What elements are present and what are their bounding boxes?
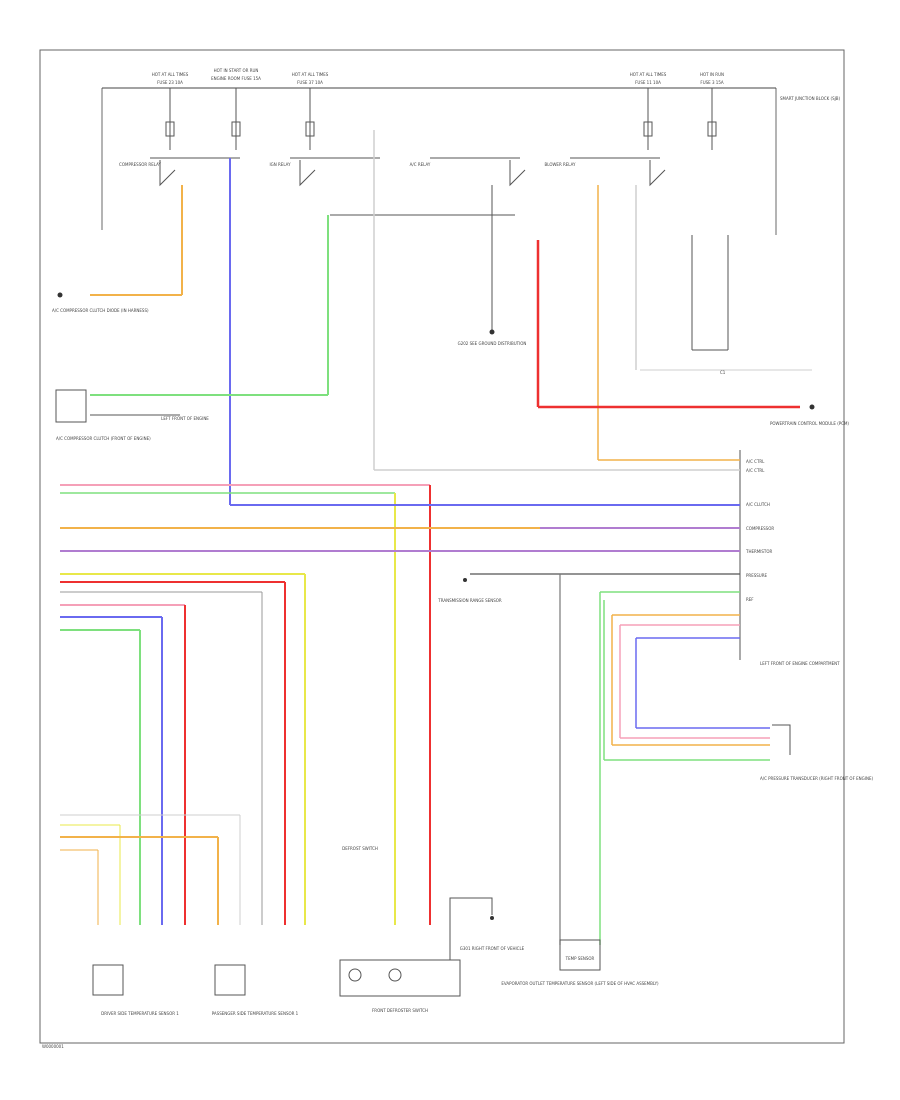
ground-g202: G202 SEE GROUND DISTRIBUTION [458,329,527,346]
fuse-drops [165,88,717,150]
ground-icon [489,329,495,335]
relay-coil-4 [649,160,666,187]
relay-coil-2 [299,160,316,187]
svg-text:A/C CLUTCH: A/C CLUTCH [746,502,770,507]
evap-sensor-label: EVAPORATOR OUTLET TEMPERATURE SENSOR (LE… [501,981,659,986]
left-front-label: LEFT FRONT OF ENGINE [161,416,209,421]
low-speed-label: LEFT FRONT OF ENGINE COMPARTMENT [760,661,840,666]
left-harness [60,573,306,925]
fuse-label-3: FUSE 37 10A [297,80,323,85]
top-labels: HOT AT ALL TIMES HOT IN START OR RUN HOT… [152,68,841,101]
driver-sensor-label: DRIVER SIDE TEMPERATURE SENSOR 1 [101,1011,179,1016]
bottom-components: DRIVER SIDE TEMPERATURE SENSOR 1 PASSENG… [92,846,659,1016]
vertical-feeds [181,130,729,505]
diode-ground-icon [57,292,63,298]
pcm-pins: A/C CTRL A/C CTRL A/C CLUTCH COMPRESSOR … [745,459,774,602]
ac-clutch-label: A/C COMPRESSOR CLUTCH (FRONT OF ENGINE) [56,436,151,441]
sjb-label: SMART JUNCTION BLOCK (SJB) [780,96,841,101]
power-bus [101,87,777,235]
ac-comp-label: A/C COMPRESSOR CLUTCH DIODE (IN HARNESS) [52,308,149,313]
evap-sensor-box-label: TEMP SENSOR [565,956,595,961]
ground-label-1: G202 SEE GROUND DISTRIBUTION [458,341,527,346]
hot-label-2: HOT IN START OR RUN [214,68,259,73]
relay-coil-1 [159,160,176,187]
pressure-transducer-wires: LEFT FRONT OF ENGINE COMPARTMENT A/C PRE… [603,600,873,781]
svg-text:REF: REF [746,597,754,602]
refrigerant-label: A/C PRESSURE TRANSDUCER (RIGHT FRONT OF … [760,776,873,781]
evap-sensor-box [559,939,601,971]
front-defroster-label: FRONT DEFROSTER SWITCH [372,1008,428,1013]
driver-sensor-box [92,964,124,996]
hot-label-4: HOT AT ALL TIMES [630,72,667,77]
fuse-icon-3 [305,121,315,137]
pcm-label: POWERTRAIN CONTROL MODULE (PCM) [770,421,849,426]
hot-label-1: HOT AT ALL TIMES [152,72,189,77]
clutch-icon [55,389,87,423]
fuse-icon-1 [165,121,175,137]
pcm-conn-label: C1 [720,370,726,375]
pcm-ground-icon [809,404,815,410]
fuse-icon-4 [643,121,653,137]
fuse-label-4: FUSE 11 10A [635,80,661,85]
g301-label: G301 RIGHT FRONT OF VEHICLE [460,946,525,951]
relay-coil-3 [509,160,526,187]
fuse-icon-5 [707,121,717,137]
g301-icon [490,916,494,920]
defroster-lamp-2 [388,968,402,982]
svg-text:A/C CTRL: A/C CTRL [746,459,765,464]
svg-text:COMPRESSOR: COMPRESSOR [746,526,774,531]
ac-clutch: A/C COMPRESSOR CLUTCH (FRONT OF ENGINE) … [55,389,328,441]
trs-ground-icon [463,578,467,582]
fuse-icon-2 [231,121,241,137]
pcm-block: POWERTRAIN CONTROL MODULE (PCM) C1 [538,369,849,660]
hot-label-5: HOT IN RUN [700,72,724,77]
fuse-label-2: ENGINE ROOM FUSE 15A [211,76,261,81]
hot-label-3: HOT AT ALL TIMES [292,72,329,77]
relay-label-4: BLOWER RELAY [544,162,576,167]
svg-text:THERMISTOR: THERMISTOR [745,549,773,554]
defroster-lamp-1 [348,968,362,982]
footer-code: W0000001 [42,1044,64,1049]
relay-label-3: A/C RELAY [410,162,431,167]
front-defroster-switch [339,959,461,997]
diagram-frame [39,49,845,1044]
transmission-range: TRANSMISSION RANGE SENSOR [437,578,502,603]
trs-label: TRANSMISSION RANGE SENSOR [437,598,502,603]
pass-sensor-label: PASSENGER SIDE TEMPERATURE SENSOR 1 [212,1011,299,1016]
relay-label-1: COMPRESSOR RELAY [119,162,161,167]
relay-label-2: IGN RELAY [269,162,291,167]
pass-sensor-box [214,964,246,996]
defrost-switch-label: DEFROST SWITCH [342,846,378,851]
fuse-label-5: FUSE 3 15A [700,80,723,85]
relay-row: COMPRESSOR RELAY IGN RELAY A/C RELAY BLO… [119,157,666,216]
ac-comp-diode: A/C COMPRESSOR CLUTCH DIODE (IN HARNESS) [52,292,182,313]
svg-text:A/C CTRL: A/C CTRL [746,468,765,473]
signal-bus [60,459,740,945]
svg-text:PRESSURE: PRESSURE [746,573,768,578]
fuse-label-1: FUSE 23 10A [157,80,183,85]
